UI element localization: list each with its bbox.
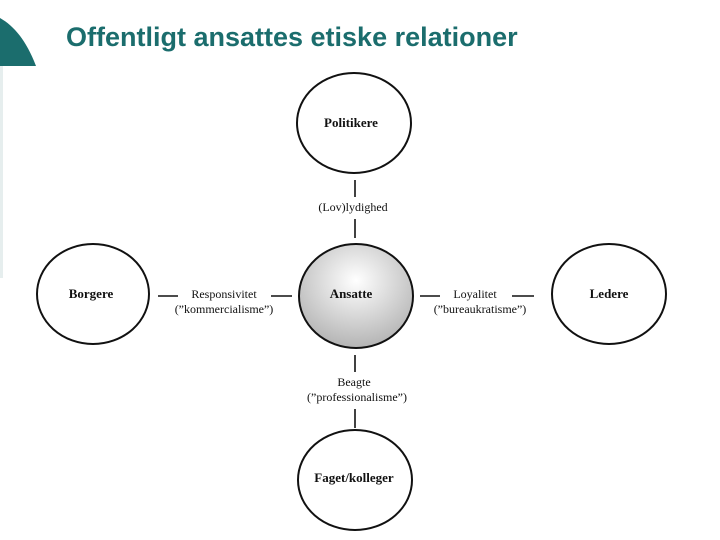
node-label-ledere: Ledere [590,286,629,301]
connectors [158,180,534,428]
corner-decoration [0,18,36,66]
relation-label-bottom-line1: Beagte [337,375,370,389]
node-label-faget-kolleger: Faget/kolleger [314,470,394,485]
node-politikere: Politikere [296,72,412,174]
node-label-borgere: Borgere [69,286,114,301]
relation-label-right-line1: Loyalitet [453,287,497,301]
node-ledere: Ledere [551,243,667,345]
node-label-ansatte: Ansatte [330,286,373,301]
relation-label-top: (Lov)lydighed [318,200,387,214]
relation-label-left-line1: Responsivitet [191,287,257,301]
side-rule [0,66,3,278]
node-ansatte: Ansatte [298,243,414,349]
node-faget-kolleger: Faget/kolleger [297,429,413,531]
node-label-politikere: Politikere [324,115,378,130]
slide-title: Offentligt ansattes etiske relationer [66,22,518,52]
relation-label-left-line2: (”kommercialisme”) [175,302,274,316]
relation-label-bottom-line2: (”professionalisme”) [307,390,407,404]
node-borgere: Borgere [36,243,150,345]
relation-label-right-line2: (”bureaukratisme”) [434,302,527,316]
